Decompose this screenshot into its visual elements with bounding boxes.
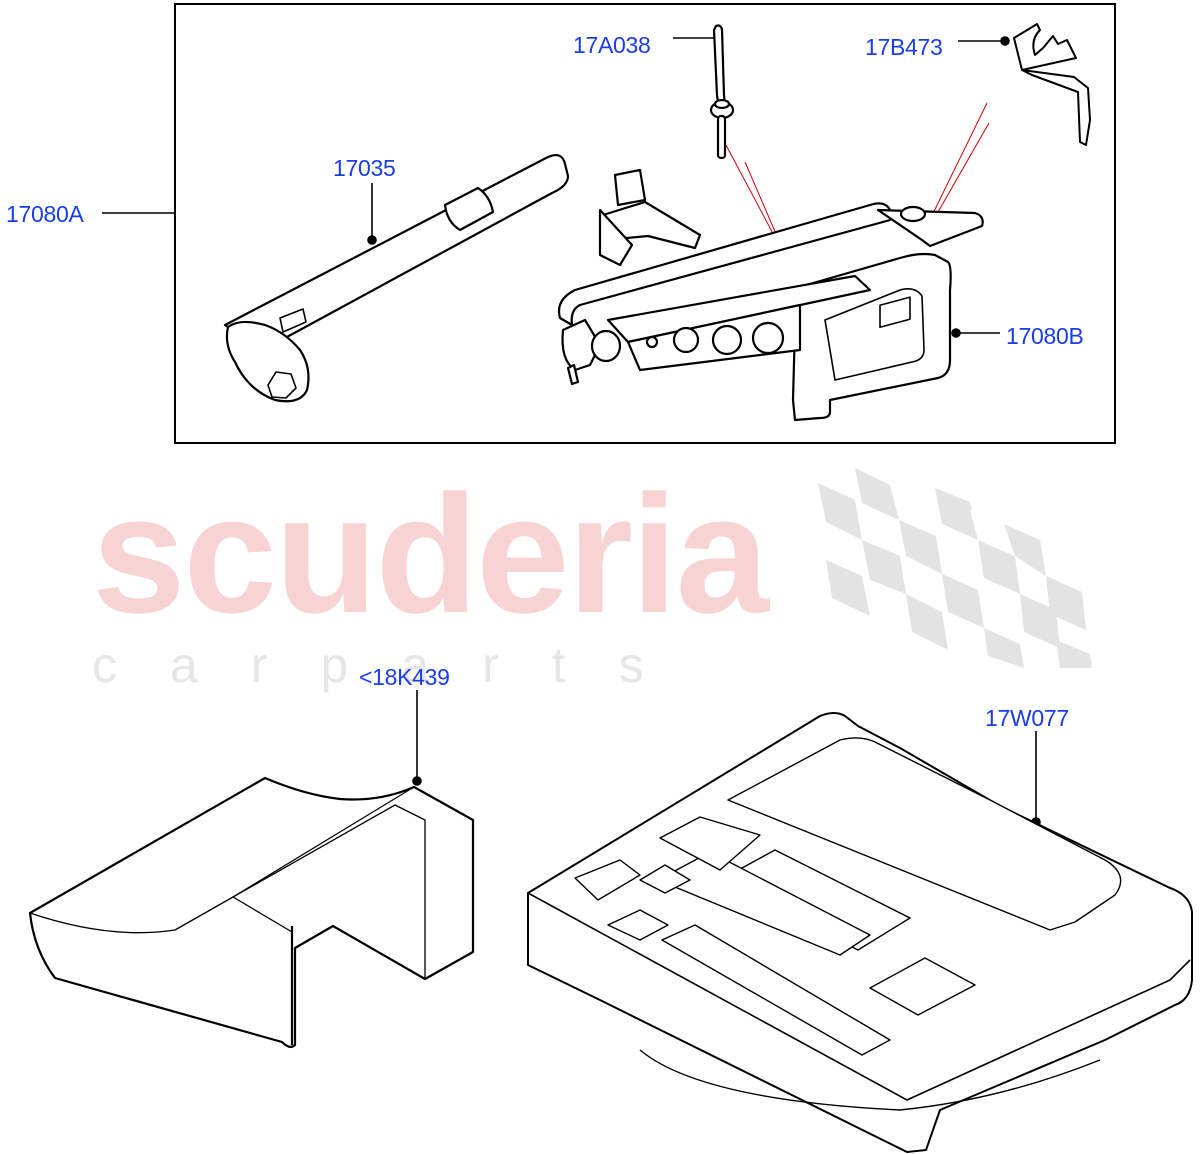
- callout-17080A[interactable]: 17080A: [6, 201, 84, 227]
- bracket-drawing: [1013, 23, 1091, 146]
- callout-17B473[interactable]: 17B473: [865, 34, 943, 60]
- wheel-wrench-drawing: [223, 153, 570, 403]
- callout-17A038[interactable]: 17A038: [573, 32, 651, 58]
- watermark-brand: scuderia: [92, 460, 769, 648]
- callout-17035[interactable]: 17035: [333, 155, 396, 181]
- scissor-jack-drawing: [557, 168, 984, 422]
- callout-17W077[interactable]: 17W077: [985, 705, 1069, 731]
- callout-18K439[interactable]: <18K439: [359, 664, 450, 690]
- jack-handle-pin-drawing: [709, 24, 735, 160]
- foam-tray-drawing: [527, 712, 1193, 1153]
- group-frame: [174, 3, 1116, 444]
- foam-spacer-drawing: [28, 776, 475, 1049]
- checkered-flag-icon: [818, 462, 1092, 668]
- callout-17080B[interactable]: 17080B: [1006, 323, 1084, 349]
- leader-dot-17035: [367, 235, 377, 245]
- watermark-tagline: carparts: [92, 637, 697, 693]
